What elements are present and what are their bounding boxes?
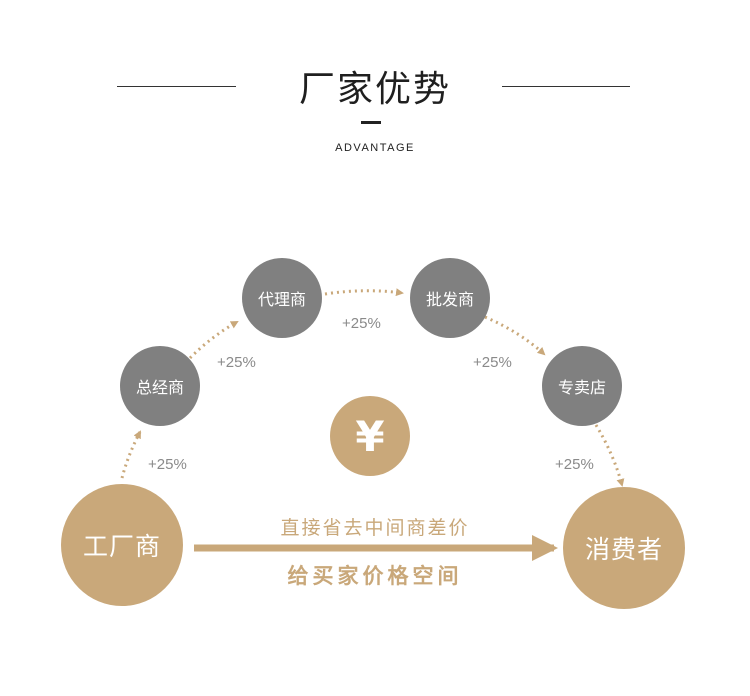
node-consumer-label: 消费者: [584, 535, 663, 564]
arrow-agent-to-wholesaler: [324, 288, 404, 297]
direct-path-benefit: 给买家价格空间: [287, 564, 463, 588]
arrow-retail-to-consumer: [594, 424, 625, 487]
node-factory: 工厂商: [61, 484, 183, 606]
node-factory-label: 工厂商: [82, 532, 161, 561]
title-underline: [361, 121, 381, 124]
markup-factory-to-general: +25%: [148, 456, 187, 473]
header-rule-left: [117, 86, 236, 87]
node-agent: 代理商: [242, 258, 322, 338]
node-wholesaler: 批发商: [410, 258, 490, 338]
arrow-wholesaler-to-retail: [484, 315, 546, 356]
node-consumer: 消费者: [563, 487, 685, 609]
markup-general-to-agent: +25%: [217, 354, 256, 371]
node-general-distributor: 总经商: [120, 346, 200, 426]
page-subtitle: ADVANTAGE: [335, 142, 415, 154]
header-rule-right: [502, 86, 630, 87]
arrow-general-to-agent: [188, 320, 239, 360]
arrow-factory-to-general: [120, 430, 142, 479]
markup-agent-to-wholesaler: +25%: [342, 315, 381, 332]
node-agent-label: 代理商: [257, 290, 306, 309]
node-wholesaler-label: 批发商: [425, 290, 474, 309]
node-retail-store-label: 专卖店: [557, 378, 606, 397]
node-general-distributor-label: 总经商: [135, 378, 184, 397]
node-retail-store: 专卖店: [542, 346, 622, 426]
direct-path-caption: 直接省去中间商差价: [280, 517, 470, 539]
yen-symbol: ¥: [355, 411, 385, 461]
yen-coin-icon: ¥: [330, 396, 410, 476]
markup-wholesaler-to-retail: +25%: [473, 354, 512, 371]
page-title: 厂家优势: [298, 69, 451, 110]
markup-retail-to-consumer: +25%: [555, 456, 594, 473]
